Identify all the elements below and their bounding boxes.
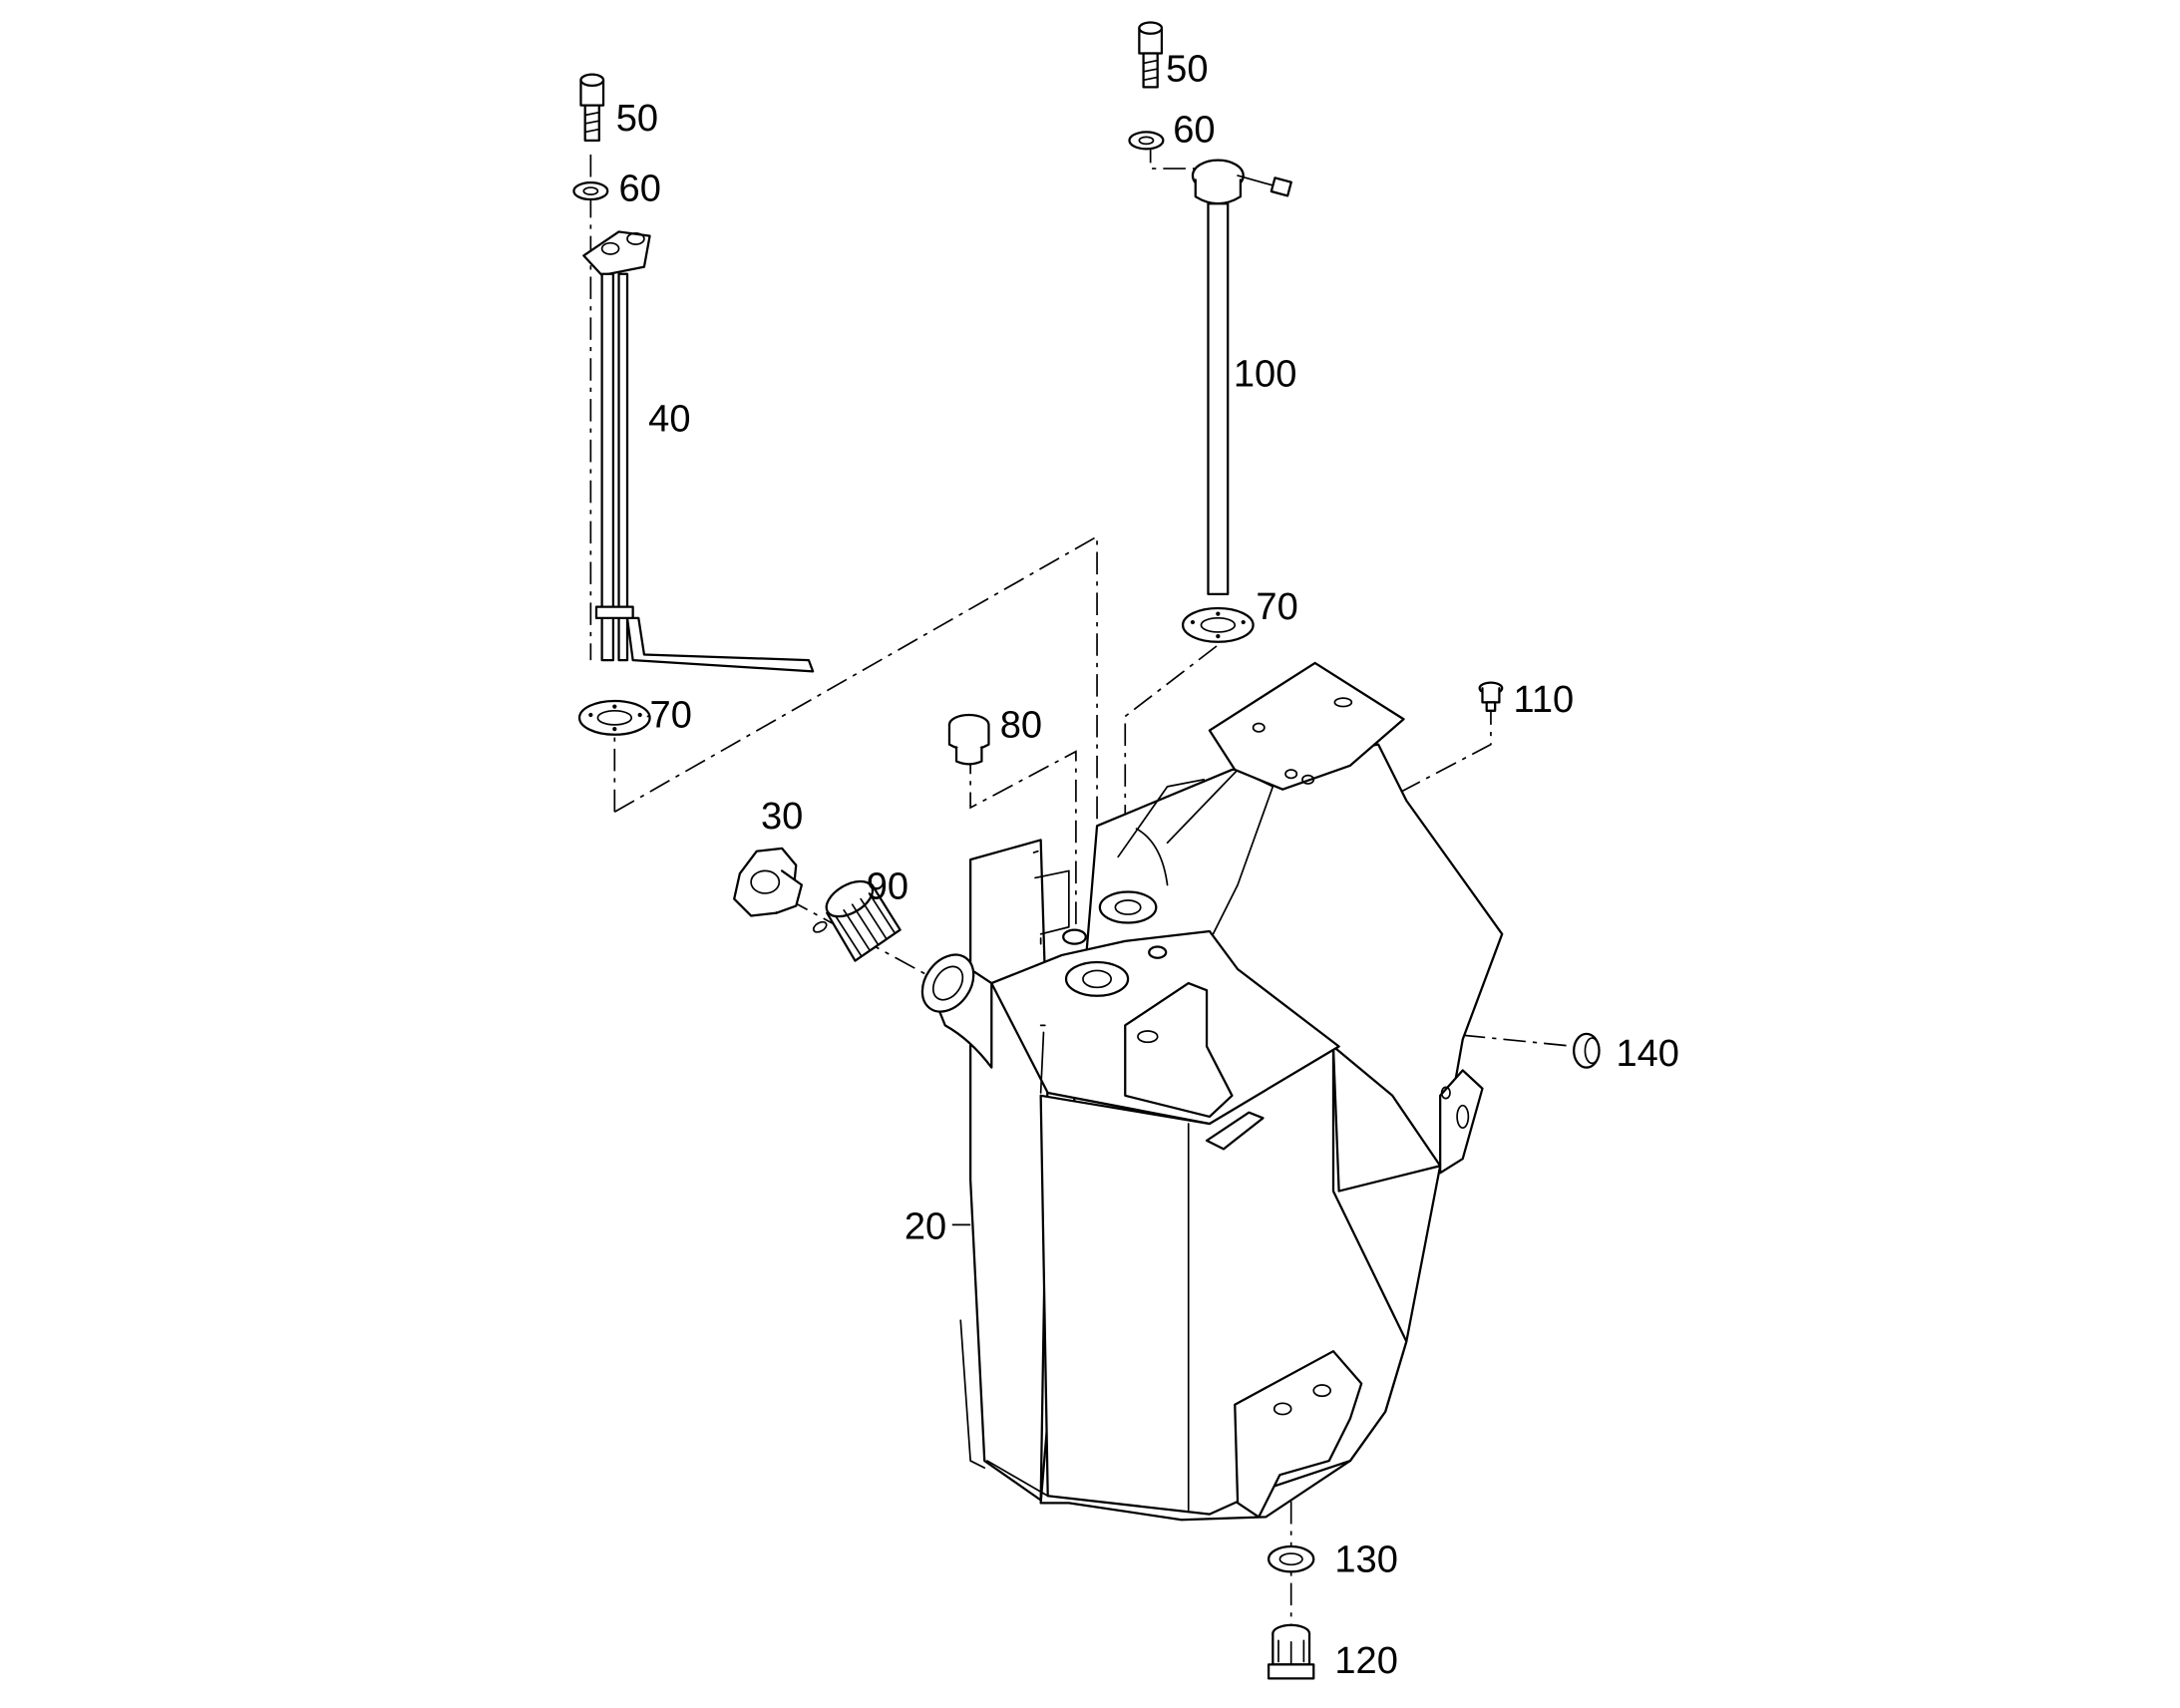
- filler-cap: [733, 847, 804, 917]
- callout-100: 100: [1234, 353, 1297, 395]
- callout-70-left: 70: [650, 695, 692, 737]
- hydraulic-tank: [920, 661, 1504, 1522]
- washer-left: [572, 181, 609, 201]
- callout-80: 80: [1000, 705, 1042, 747]
- callout-50-left: 50: [616, 98, 658, 140]
- callout-30: 30: [761, 796, 803, 838]
- filler-strainer: [812, 879, 902, 962]
- bolt-right: [1138, 21, 1164, 89]
- bolt-left: [579, 73, 605, 142]
- callout-120: 120: [1334, 1640, 1398, 1682]
- callout-110: 110: [1514, 679, 1575, 721]
- level-sender-right: [1191, 159, 1292, 596]
- drain-seal-ring: [1267, 1544, 1315, 1573]
- gasket-right: [1181, 606, 1255, 643]
- gasket-left: [577, 699, 651, 736]
- callout-40: 40: [648, 398, 690, 440]
- callout-60-left: 60: [619, 168, 661, 209]
- side-plug: [1573, 1032, 1601, 1069]
- temperature-sensor: [1478, 681, 1504, 712]
- callout-140: 140: [1616, 1033, 1679, 1075]
- washer-right: [1128, 131, 1165, 151]
- callout-labels: 20 30 40 50 60 70 50 60 70 80 90 100 110…: [616, 49, 1679, 1682]
- breather-plug: [947, 713, 990, 766]
- callout-70-right: 70: [1256, 586, 1297, 628]
- callout-50-right: 50: [1166, 49, 1208, 91]
- callout-20: 20: [905, 1206, 946, 1248]
- level-sender-left: [582, 230, 815, 673]
- callout-60-right: 60: [1173, 109, 1215, 151]
- callout-130: 130: [1334, 1538, 1398, 1580]
- leader-lines: [646, 715, 971, 1226]
- callout-90: 90: [867, 866, 908, 908]
- drain-plug: [1267, 1623, 1315, 1680]
